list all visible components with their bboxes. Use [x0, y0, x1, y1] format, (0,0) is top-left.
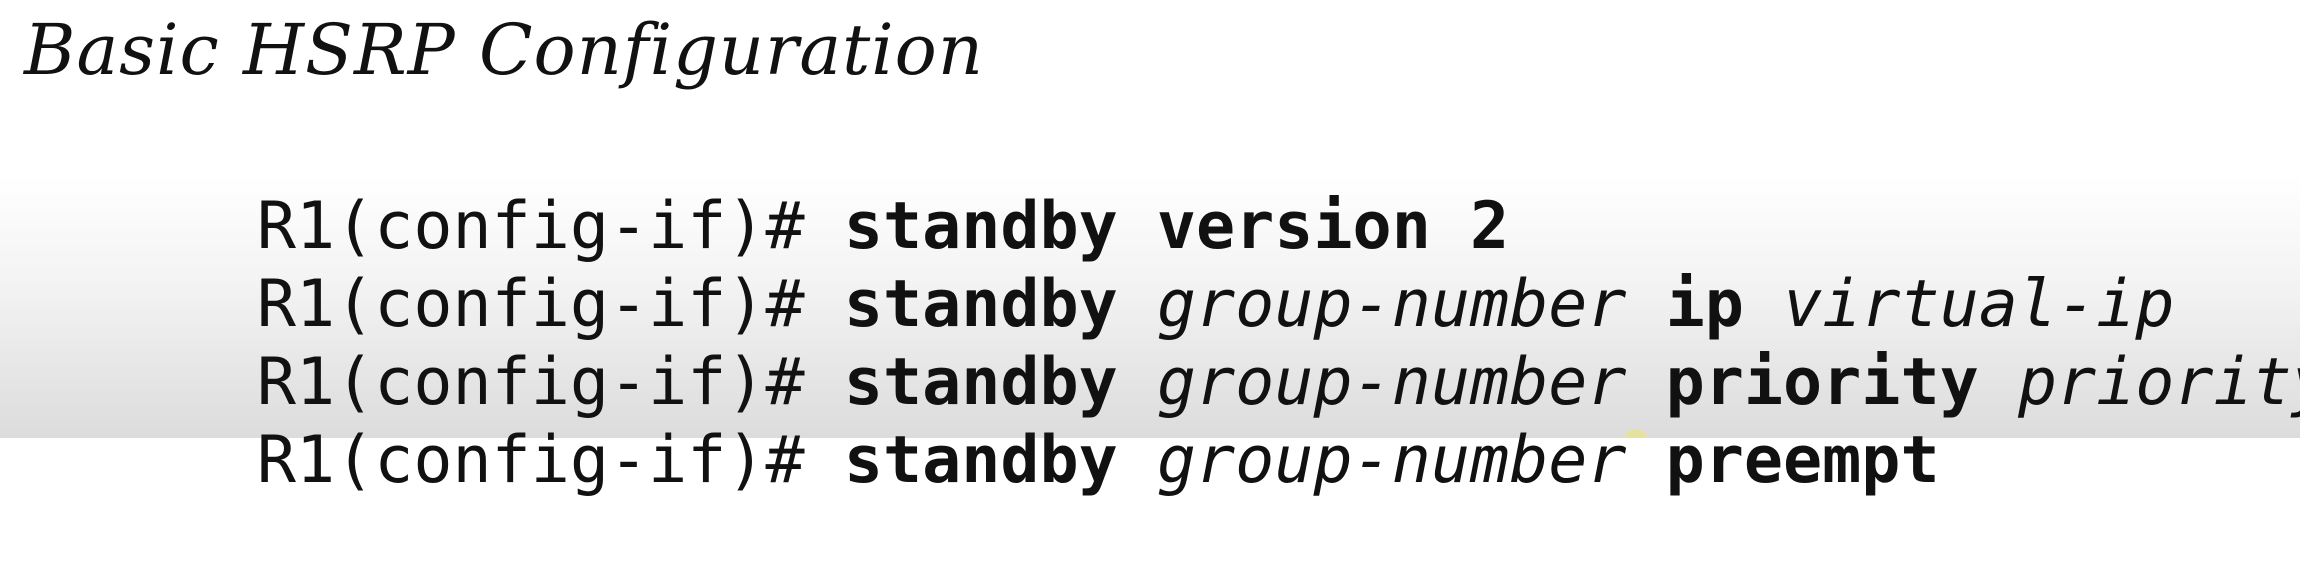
cli-prompt: R1(config-if)# — [256, 345, 844, 420]
command-space — [1744, 267, 1783, 342]
command-list: R1(config-if)# standby version 2 R1(conf… — [22, 110, 2300, 498]
command-argument: group-number — [1156, 267, 1627, 342]
command-argument: group-number — [1156, 345, 1627, 420]
command-keyword: preempt — [1665, 423, 1940, 498]
command-keyword: version — [1156, 189, 1431, 264]
command-space — [1627, 267, 1666, 342]
command-line: R1(config-if)# standby group-number ip v… — [22, 188, 2292, 342]
slide-title: Basic HSRP Configuration — [24, 9, 984, 91]
cli-prompt: R1(config-if)# — [256, 423, 844, 498]
command-keyword: ip — [1665, 267, 1744, 342]
cli-prompt: R1(config-if)# — [256, 267, 844, 342]
command-space — [1118, 267, 1157, 342]
command-space — [1118, 345, 1157, 420]
cli-prompt: R1(config-if)# — [256, 189, 844, 264]
slide: Basic HSRP Configuration R1(config-if)# … — [22, 9, 2300, 498]
command-keyword: standby — [843, 267, 1118, 342]
command-space — [1627, 345, 1666, 420]
command-argument: group-number — [1156, 423, 1627, 498]
command-argument: virtual-ip — [1783, 267, 2175, 342]
command-space — [1118, 423, 1157, 498]
decorative-glint — [1625, 430, 1647, 438]
command-space — [1431, 189, 1470, 264]
command-line: R1(config-if)# standby group-number prio… — [22, 266, 2300, 420]
command-space — [1979, 345, 2018, 420]
command-value: 2 — [1469, 189, 1510, 264]
command-keyword: standby — [843, 189, 1118, 264]
command-space — [1118, 189, 1157, 264]
command-keyword: standby — [843, 423, 1118, 498]
command-line: R1(config-if)# standby version 2 — [22, 110, 2292, 264]
command-argument: priority — [2017, 345, 2300, 420]
command-keyword: priority — [1665, 345, 1979, 420]
command-keyword: standby — [843, 345, 1118, 420]
